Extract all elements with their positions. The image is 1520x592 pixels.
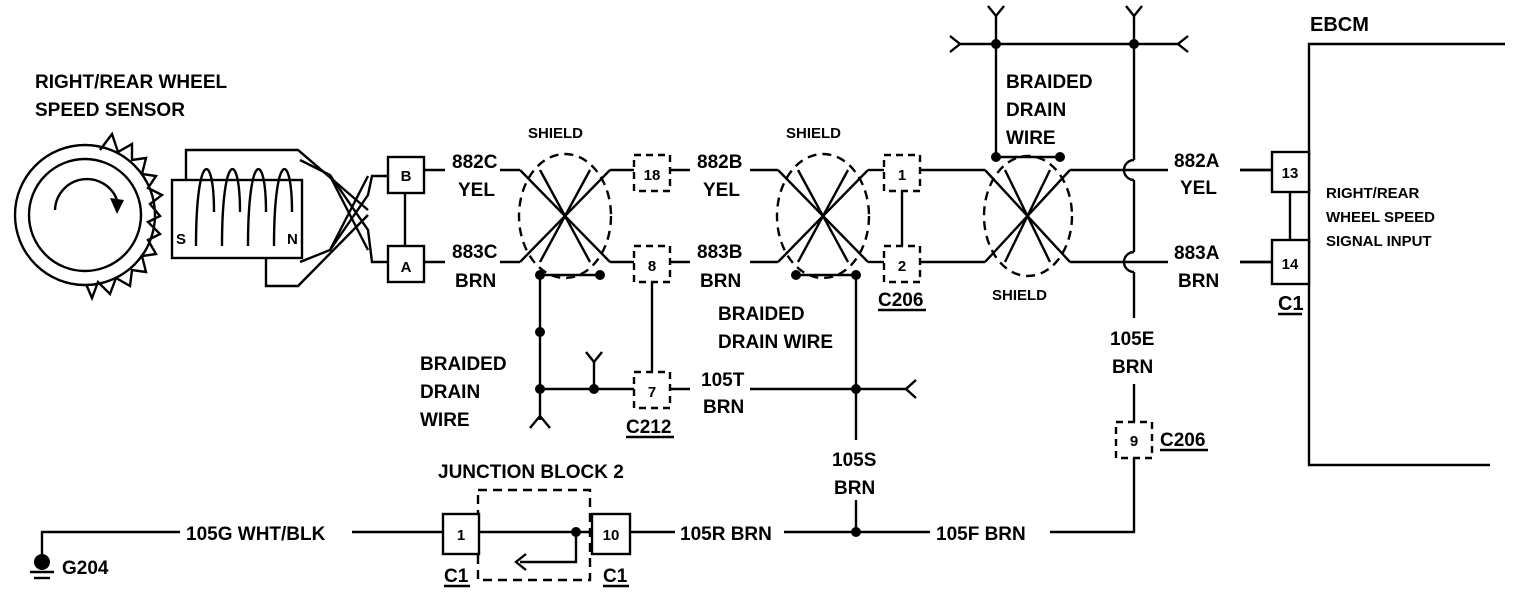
shield-2 [775,152,871,280]
c212-pin-18 [632,153,672,193]
wire-105r: 105R BRN [680,524,772,545]
shield-1 [517,152,613,280]
wire-882a-color: YEL [1180,178,1217,199]
c206-label-upper: C206 [878,290,923,311]
wire-105f: 105F BRN [936,524,1026,545]
ebcm-title: EBCM [1310,14,1369,36]
c212-label: C212 [626,417,671,438]
jb-pin-10 [590,512,632,556]
wire-105e: 105E [1110,329,1154,350]
c206-label-lower: C206 [1160,430,1205,451]
jb-conn-right: C1 [603,566,628,587]
wire-883b: 883B [697,242,742,263]
wheel-speed-sensor: RIGHT/REAR WHEEL SPEED SENSOR S N B A [13,72,426,302]
sensor-pin-a-label: A [401,259,412,276]
jb-conn-left: C1 [444,566,469,587]
ebcm-input-line-2: WHEEL SPEED [1326,209,1435,226]
wire-883c-color: BRN [455,271,496,292]
c212-pin-8-label: 8 [648,258,656,275]
ebcm-input-line-3: SIGNAL INPUT [1326,233,1432,250]
ebcm-connector-c1: C1 [1278,293,1304,315]
wire-883c: 883C [452,242,498,263]
c212-pin-8 [632,244,672,284]
c206-pin-2-label: 2 [898,258,906,275]
c212-pin-7-label: 7 [648,384,656,401]
drain-right-line-3: WIRE [1006,128,1056,149]
wire-105s-color: BRN [834,478,875,499]
c206-pin-1-label: 1 [898,167,906,184]
ground-icon [34,554,50,570]
drain-mid-line-1: BRAIDED [718,304,805,325]
drain-right-line-2: DRAIN [1006,100,1066,121]
wire-883a: 883A [1174,243,1220,264]
sensor-pin-b-label: B [401,168,412,185]
sensor-label-line-1: RIGHT/REAR WHEEL [35,72,228,93]
drain-left-line-3: WIRE [420,410,470,431]
c212-pin-7 [632,370,672,410]
sensor-pole-s: S [176,231,186,248]
jb-pin-1 [441,512,481,556]
wire-105t: 105T [701,370,745,391]
ebcm-module: EBCM RIGHT/REAR WHEEL SPEED SIGNAL INPUT… [1270,14,1505,467]
drain-left-line-1: BRAIDED [420,354,507,375]
jb-pin-1-label: 1 [457,527,465,544]
shield-1-label: SHIELD [528,125,583,142]
ebcm-input-line-1: RIGHT/REAR [1326,185,1420,202]
sensor-pin-a [386,244,426,284]
c206-pin-9-label: 9 [1130,433,1138,450]
wire-105t-color: BRN [703,397,744,418]
c206-pin-2 [882,244,922,284]
ground-g204: G204 [62,558,109,579]
wire-105s: 105S [832,450,876,471]
sensor-label-line-2: SPEED SENSOR [35,100,185,121]
wire-883a-color: BRN [1178,271,1219,292]
shield-2-label: SHIELD [786,125,841,142]
ebcm-pin-13-label: 13 [1282,165,1299,182]
junction-block-title: JUNCTION BLOCK 2 [438,462,624,483]
wire-882c: 882C [452,152,498,173]
sensor-pole-n: N [287,231,298,248]
wire-105g: 105G WHT/BLK [186,524,326,545]
jb-pin-10-label: 10 [603,527,620,544]
rotation-arrow-icon [53,177,119,211]
wire-882b-color: YEL [703,180,740,201]
sensor-coil-icon [194,167,294,247]
ebcm-pin-14-label: 14 [1282,256,1299,273]
wire-882a: 882A [1174,151,1220,172]
ebcm-pin-13 [1270,150,1311,194]
c212-pin-18-label: 18 [644,167,661,184]
wire-883b-color: BRN [700,271,741,292]
junction-block-2: JUNCTION BLOCK 2 1 10 C1 C1 [438,462,632,588]
drain-left-line-2: DRAIN [420,382,480,403]
drain-mid-line-2: DRAIN WIRE [718,332,833,353]
wire-882c-color: YEL [458,180,495,201]
wire-882b: 882B [697,152,742,173]
sensor-pin-b [386,155,426,195]
shield-3-label: SHIELD [992,287,1047,304]
wire-105e-color: BRN [1112,357,1153,378]
drain-right-line-1: BRAIDED [1006,72,1093,93]
